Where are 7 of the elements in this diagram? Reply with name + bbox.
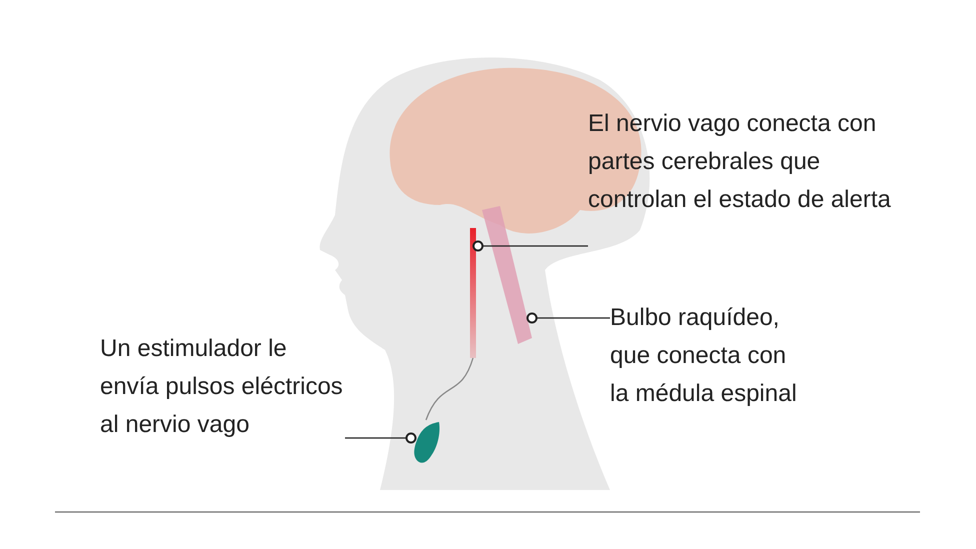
leader-line <box>472 240 588 252</box>
callout-text: El nervio vago conecta con partes cerebrales que controlan el estado de alerta <box>588 105 893 261</box>
lead-wire <box>425 358 474 420</box>
leader-line <box>345 432 416 444</box>
callout-text: Bulbo raquídeo, que conecta con la médula espinal <box>610 299 810 415</box>
leader-line <box>526 312 610 324</box>
callout-text: Un estimulador le envía pulsos eléctricos al nervio vago <box>100 330 345 446</box>
